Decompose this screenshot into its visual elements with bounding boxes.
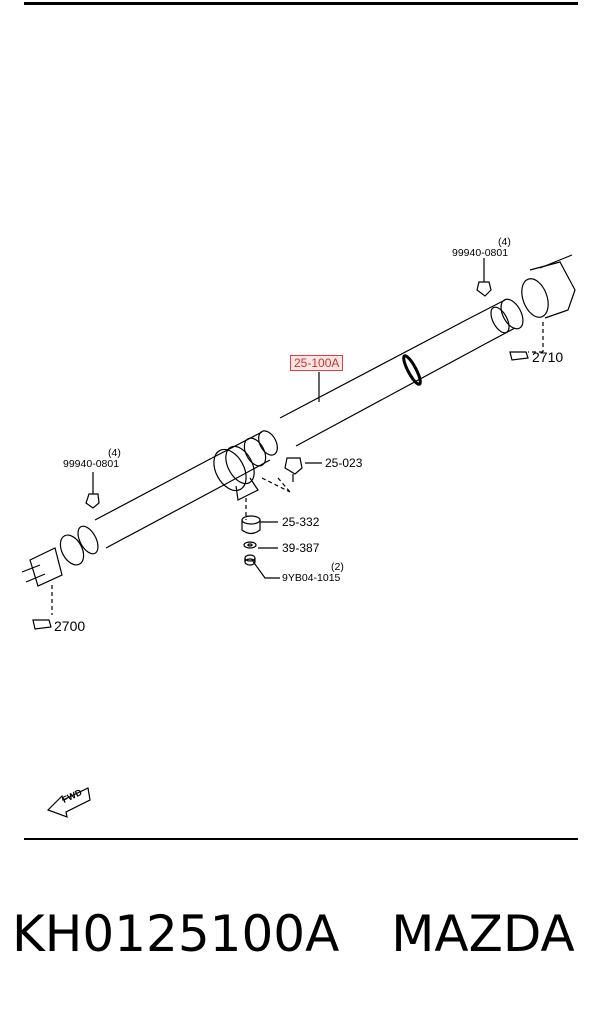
main-shaft-label: 25-100A bbox=[290, 355, 344, 371]
fwd-arrow-icon bbox=[46, 787, 91, 818]
footer-caption: KH0125100A MAZDA bbox=[12, 905, 592, 963]
left-bolt-label: 99940-0801 bbox=[63, 458, 120, 470]
rear-tube bbox=[279, 299, 516, 447]
rubber-part bbox=[241, 515, 261, 535]
front-tube bbox=[94, 431, 271, 549]
nut-part bbox=[244, 554, 256, 566]
brand-name: MAZDA bbox=[391, 905, 575, 963]
nut-qty: (2) bbox=[331, 561, 344, 573]
propeller-shaft-diagram bbox=[21, 254, 576, 818]
rubber-label: 25-332 bbox=[282, 515, 320, 529]
leader-nut bbox=[251, 559, 280, 579]
hex-bolt-left bbox=[85, 493, 100, 509]
support-bolt-part bbox=[284, 457, 303, 482]
ref-front-label: 2700 bbox=[54, 618, 86, 634]
washer-label: 39-387 bbox=[282, 541, 320, 555]
washer-part bbox=[243, 541, 257, 549]
rear-flange bbox=[490, 254, 576, 334]
top-bolt-qty: (4) bbox=[498, 236, 511, 248]
ref-rear-label: 2710 bbox=[532, 349, 564, 365]
top-bolt-label: 99940-0801 bbox=[452, 247, 509, 259]
bottom-rule bbox=[24, 838, 578, 840]
front-flange bbox=[21, 525, 99, 587]
pointing-hand-icon-front bbox=[32, 619, 52, 630]
hex-bolt-top bbox=[476, 281, 492, 297]
top-rule bbox=[24, 2, 578, 5]
part-number: KH0125100A bbox=[12, 905, 340, 963]
left-bolt-qty: (4) bbox=[108, 447, 121, 459]
pointing-hand-icon-rear bbox=[509, 351, 529, 361]
center-bearing bbox=[213, 430, 278, 501]
nut-label: 9YB04-1015 bbox=[282, 572, 341, 584]
support-bolt-label: 25-023 bbox=[325, 456, 363, 470]
